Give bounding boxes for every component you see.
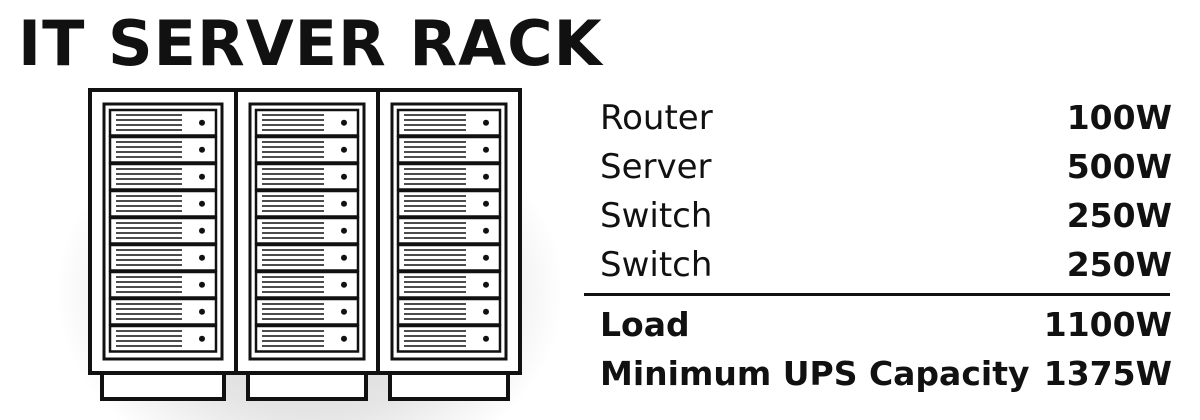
device-name: Switch [600,245,713,285]
server-status-led [199,200,205,207]
server-status-led [199,254,205,261]
server-status-led [199,308,205,315]
server-status-led [483,200,489,207]
server-status-led [483,227,489,234]
load-value: 1100W [1043,305,1172,344]
device-power: 250W [1066,196,1172,235]
device-row-switch-1: Switch 250W [600,191,1172,240]
server-status-led [341,227,347,234]
server-status-led [341,281,347,288]
server-status-led [199,146,205,153]
device-power: 250W [1066,245,1172,284]
device-row-switch-2: Switch 250W [600,240,1172,289]
ups-capacity-row: Minimum UPS Capacity 1375W [600,349,1172,398]
server-status-led [341,335,347,342]
server-status-led [483,254,489,261]
server-status-led [483,173,489,180]
rack-foot [100,371,226,401]
page-title: IT SERVER RACK [18,7,603,80]
ups-capacity-label: Minimum UPS Capacity [600,354,1030,393]
server-status-led [341,119,347,126]
device-name: Router [600,98,713,138]
total-divider [584,293,1170,296]
server-status-led [483,119,489,126]
load-label: Load [600,305,690,344]
server-status-led [199,335,205,342]
device-power-table: Router 100W Server 500W Switch 250W Swit… [600,93,1172,289]
server-status-led [341,146,347,153]
device-power: 100W [1066,98,1172,137]
device-name: Switch [600,196,713,236]
ups-capacity-value: 1375W [1043,354,1172,393]
server-status-led [341,308,347,315]
server-rack-icon [88,88,522,401]
server-status-led [341,254,347,261]
device-power: 500W [1066,147,1172,186]
rack-foot [388,371,510,401]
server-status-led [483,308,489,315]
device-row-server: Server 500W [600,142,1172,191]
server-status-led [199,227,205,234]
totals-section: Load 1100W Minimum UPS Capacity 1375W [600,300,1172,398]
load-row: Load 1100W [600,300,1172,349]
server-status-led [199,173,205,180]
server-status-led [199,119,205,126]
server-status-led [483,335,489,342]
server-status-led [341,200,347,207]
server-status-led [199,281,205,288]
server-status-led [483,281,489,288]
server-rack-illustration [60,70,560,420]
device-name: Server [600,147,712,187]
server-status-led [341,173,347,180]
rack-foot [246,371,368,401]
device-row-router: Router 100W [600,93,1172,142]
server-status-led [483,146,489,153]
